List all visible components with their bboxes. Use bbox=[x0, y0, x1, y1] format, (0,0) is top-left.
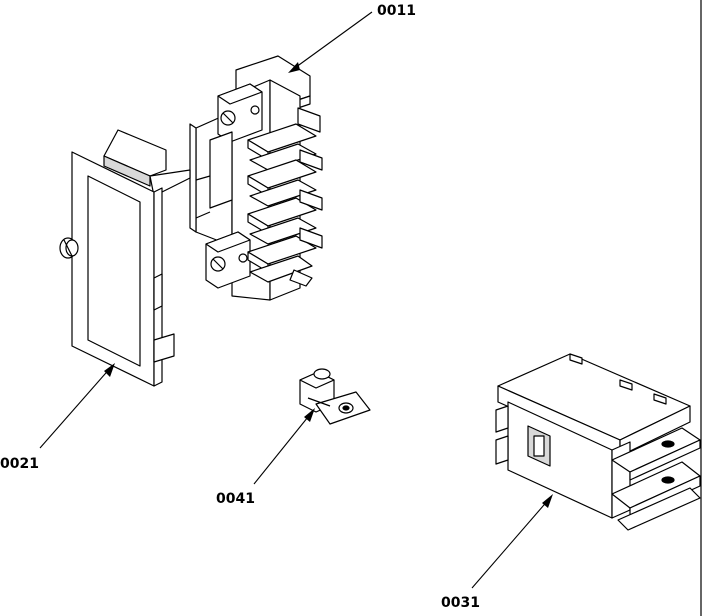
callout-0031: 0031 bbox=[441, 595, 480, 611]
leader-0041 bbox=[253, 408, 315, 485]
terminal-block-drawing bbox=[189, 55, 323, 301]
lug-drawing bbox=[299, 368, 371, 425]
cover-drawing bbox=[59, 129, 191, 387]
callout-0021: 0021 bbox=[0, 456, 39, 472]
callout-0011: 0011 bbox=[377, 3, 416, 19]
callout-0041: 0041 bbox=[216, 491, 255, 507]
leader-0031 bbox=[471, 494, 553, 589]
leader-0011 bbox=[288, 11, 373, 73]
breaker-drawing bbox=[495, 353, 701, 531]
leader-0021 bbox=[39, 363, 115, 449]
